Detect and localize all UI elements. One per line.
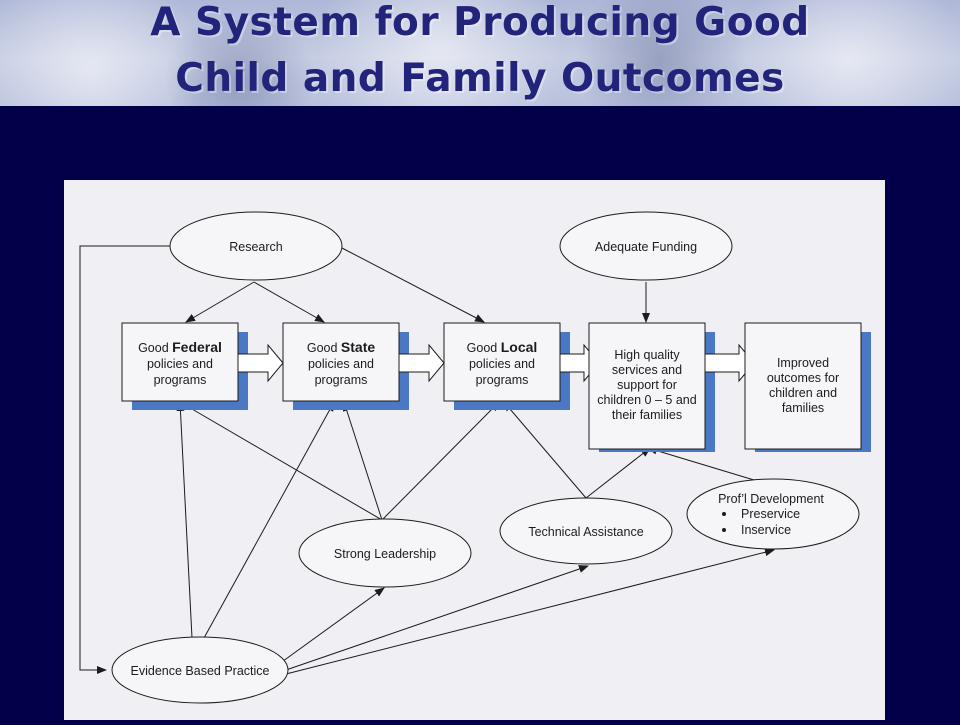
diagram-panel: Good Federal policies and programs Good … [64,180,885,720]
flow-diagram: Good Federal policies and programs Good … [79,211,871,704]
state-line3: programs [315,373,368,387]
bullet-inservice: Inservice [741,523,791,537]
state-line1: Good State [307,339,376,355]
arrow-evidence-to-federal [176,401,193,639]
bullet-dot [722,512,726,516]
ellipse-evidence-based-practice [111,636,289,704]
connectors [79,245,775,675]
arrow-research-to-local [341,247,485,323]
label-adequate-funding: Adequate Funding [595,240,697,254]
label-strong-leadership: Strong Leadership [334,547,436,561]
arrow-ta-to-services [585,447,651,499]
outcomes-text: Improved outcomes for children and famil… [767,356,839,415]
profl-bullets: Preservice Inservice [722,507,800,537]
outcomes-line: children and [769,386,837,400]
local-line1: Good Local [467,339,538,355]
label-technical-assistance: Technical Assistance [528,525,643,539]
services-text: High quality services and support for ch… [597,348,696,422]
outcomes-line: families [782,401,824,415]
arrow-research-to-evidence [79,245,170,674]
arrow-research-to-federal [185,281,255,323]
arrow-evidence-to-profl [285,548,775,675]
box-federal [121,322,239,402]
arrow-research-to-state [253,281,325,323]
arrow-leadership-to-state [342,401,383,521]
services-line: services and [612,363,682,377]
services-line: their families [612,408,682,422]
services-line: support for [617,378,677,392]
label-research: Research [229,240,283,254]
box-services [588,322,706,450]
outcomes-line: Improved [777,356,829,370]
slide-title-line-2: Child and Family Outcomes [175,56,785,101]
local-line3: programs [476,373,529,387]
ellipse-adequate-funding [559,211,733,281]
arrow-ta-to-local [503,401,587,499]
box-state [282,322,400,402]
arrow-evidence-to-state [203,401,335,639]
outcomes-line: outcomes for [767,371,839,385]
block-arrow-federal-to-state [236,343,284,383]
arrow-evidence-to-leadership [278,587,385,665]
block-arrow-state-to-local [397,343,445,383]
arrow-leadership-to-local [381,401,500,521]
state-line2: policies and [308,357,374,371]
federal-line3: programs [154,373,207,387]
bullet-dot [722,528,726,532]
local-line2: policies and [469,357,535,371]
federal-line2: policies and [147,357,213,371]
arrow-profl-to-services [647,446,755,481]
services-line: High quality [614,348,680,362]
box-local [443,322,561,402]
bullet-preservice: Preservice [741,507,800,521]
label-profl-development: Prof’l Development [718,492,824,506]
box-outcomes [744,322,862,450]
services-line: children 0 – 5 and [597,393,696,407]
header-banner: A System for Producing Good Child and Fa… [0,0,960,106]
arrow-evidence-to-ta [285,565,589,671]
ellipse-profl-development [686,478,860,550]
slide-title-line-1: A System for Producing Good [150,0,810,45]
ellipse-research [169,211,343,281]
ellipse-strong-leadership [298,518,472,588]
federal-line1: Good Federal [138,339,222,355]
label-evidence-based-practice: Evidence Based Practice [131,664,270,678]
ellipse-technical-assistance [499,497,673,565]
arrow-leadership-to-federal [179,401,383,521]
